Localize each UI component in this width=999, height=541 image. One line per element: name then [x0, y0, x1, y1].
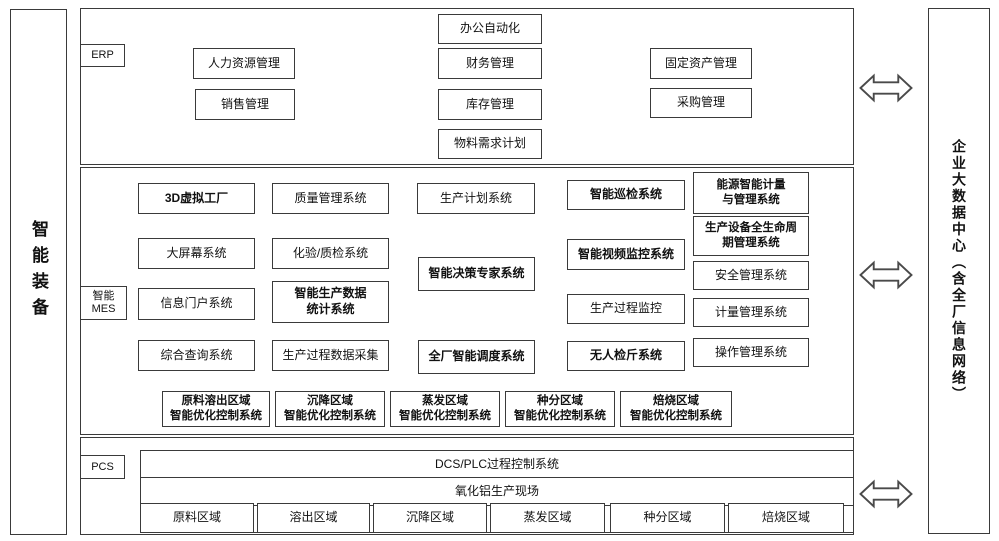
right-panel: 企业大数据中心（含全厂信息网络） — [928, 8, 990, 534]
mes-box-plant-smart-dispatch-system: 全厂智能调度系统 — [418, 340, 535, 374]
mes-box-quality-management-system: 质量管理系统 — [272, 183, 389, 214]
double-arrow-icon — [859, 73, 913, 103]
erp-box-inventory-management: 库存管理 — [438, 89, 542, 120]
pcs-box-area-seed-precipitation: 种分区域 — [610, 503, 725, 533]
mes-box-production-data-statistics-system: 智能生产数据 统计系统 — [272, 281, 389, 323]
mes-box-operation-management-system: 操作管理系统 — [693, 338, 809, 367]
mes-box-big-screen-system: 大屏幕系统 — [138, 238, 255, 269]
mes-box-lab-inspection-system: 化验/质检系统 — [272, 238, 389, 269]
mes-box-comprehensive-query-system: 综合查询系统 — [138, 340, 255, 371]
erp-box-mrp: 物料需求计划 — [438, 129, 542, 159]
mes-box-production-plan-system: 生产计划系统 — [417, 183, 535, 214]
pcs-layer-tag: PCS — [80, 455, 125, 479]
mes-layer-tag: 智能 MES — [80, 286, 127, 320]
erp-box-hr-management: 人力资源管理 — [193, 48, 295, 79]
erp-box-finance-management: 财务管理 — [438, 48, 542, 79]
pcs-box-area-evaporation: 蒸发区域 — [490, 503, 605, 533]
left-panel-label: 智能装备 — [29, 220, 48, 324]
erp-box-fixed-assets: 固定资产管理 — [650, 48, 752, 79]
double-arrow-icon — [859, 260, 913, 290]
mes-box-production-process-monitoring: 生产过程监控 — [567, 294, 685, 324]
mes-box-opt-control-settling: 沉降区域 智能优化控制系统 — [275, 391, 385, 427]
mes-box-safety-management-system: 安全管理系统 — [693, 261, 809, 290]
left-panel: 智能装备 — [10, 9, 67, 535]
mes-box-opt-control-calcination: 焙烧区域 智能优化控制系统 — [620, 391, 732, 427]
pcs-box-dcs-plc-control-system: DCS/PLC过程控制系统 — [140, 450, 854, 480]
mes-box-unmanned-weighing-system: 无人检斤系统 — [567, 341, 685, 371]
mes-box-metering-management-system: 计量管理系统 — [693, 298, 809, 327]
mes-box-opt-control-raw-dissolution: 原料溶出区域 智能优化控制系统 — [162, 391, 270, 427]
pcs-box-area-raw-material: 原料区域 — [140, 503, 254, 533]
mes-box-info-portal-system: 信息门户系统 — [138, 288, 255, 320]
erp-box-office-automation: 办公自动化 — [438, 14, 542, 44]
mes-box-opt-control-evaporation: 蒸发区域 智能优化控制系统 — [390, 391, 500, 427]
erp-box-sales-management: 销售管理 — [195, 89, 295, 120]
erp-box-procurement-management: 采购管理 — [650, 88, 752, 118]
mes-box-opt-control-seed-precipitation: 种分区域 智能优化控制系统 — [505, 391, 615, 427]
mes-box-3d-virtual-factory: 3D虚拟工厂 — [138, 183, 255, 214]
mes-box-process-data-acquisition: 生产过程数据采集 — [272, 340, 389, 371]
erp-layer-tag: ERP — [80, 44, 125, 67]
mes-box-smart-patrol-inspection-system: 智能巡检系统 — [567, 180, 685, 210]
right-panel-label: 企业大数据中心（含全厂信息网络） — [951, 139, 967, 403]
mes-box-smart-video-monitoring-system: 智能视频监控系统 — [567, 239, 685, 270]
mes-box-equipment-lifecycle-system: 生产设备全生命周 期管理系统 — [693, 216, 809, 256]
pcs-box-area-calcination: 焙烧区域 — [728, 503, 844, 533]
pcs-box-area-dissolution: 溶出区域 — [257, 503, 370, 533]
mes-box-energy-smart-metering-system: 能源智能计量 与管理系统 — [693, 172, 809, 214]
mes-box-decision-expert-system: 智能决策专家系统 — [418, 257, 535, 291]
double-arrow-icon — [859, 479, 913, 509]
pcs-box-area-settling: 沉降区域 — [373, 503, 487, 533]
pcs-box-alumina-production-site: 氧化铝生产现场 — [140, 477, 854, 506]
